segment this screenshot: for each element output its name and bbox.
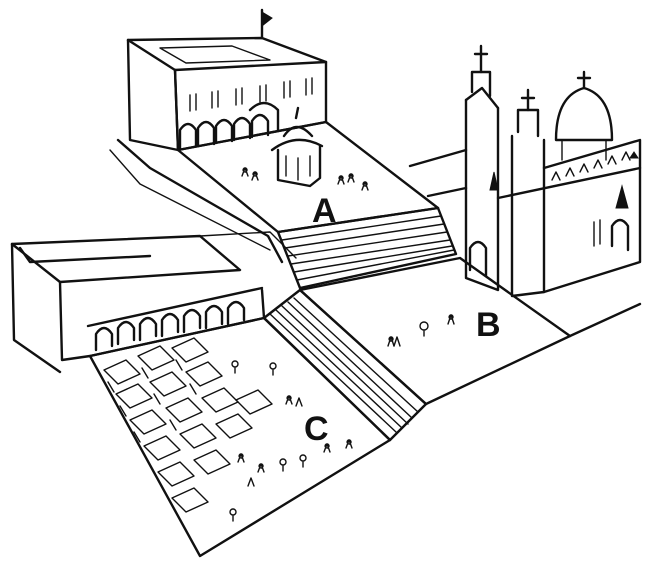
market-building <box>10 231 297 374</box>
palace-building <box>126 8 328 152</box>
plaza-c-label: C <box>304 410 329 448</box>
lower-stairs <box>262 288 428 442</box>
plaza-c-surface <box>88 316 392 558</box>
plaza-b-people <box>387 314 455 347</box>
upper-stairs <box>276 206 458 290</box>
cathedral <box>464 44 642 298</box>
plaza-c-people <box>229 360 353 522</box>
market-stalls <box>103 337 273 513</box>
plaza-a-people <box>241 167 369 191</box>
plaza-b-label: B <box>476 306 501 344</box>
